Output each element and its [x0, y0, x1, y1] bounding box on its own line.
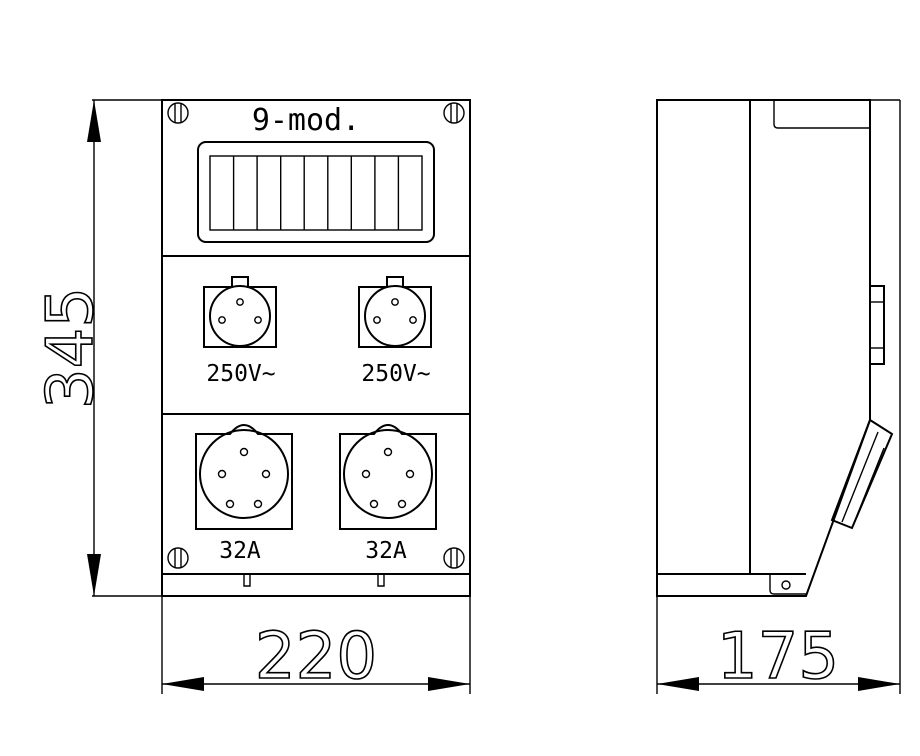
socket-rating-label: 250V~	[361, 361, 430, 387]
side-foot-hole	[781, 580, 791, 590]
arrow-down-icon	[87, 554, 101, 596]
side-enclosure-outline	[656, 99, 871, 597]
depth-dimension: 175	[656, 99, 901, 695]
socket-32a-right: 32A	[339, 424, 437, 564]
side-view	[656, 99, 894, 597]
angled-socket-cover	[830, 418, 894, 530]
module-label: 9-mod.	[252, 103, 360, 138]
screw-icon	[167, 547, 189, 569]
socket-32a-left: 32A	[195, 424, 293, 564]
front-view: 9-mod. 250V~ 250V~	[161, 99, 471, 597]
socket-rating-label: 250V~	[206, 361, 275, 387]
front-width-dimension-label: 220	[255, 620, 377, 694]
screw-icon	[443, 102, 465, 124]
height-dimension: 345	[33, 99, 162, 597]
side-foot	[769, 574, 806, 595]
side-switch	[869, 285, 885, 365]
breaker-window	[197, 141, 435, 243]
depth-dimension-label: 175	[717, 620, 839, 694]
front-enclosure-outline	[161, 99, 471, 597]
side-top-step	[773, 100, 870, 129]
socket-250v-left: 250V~	[203, 276, 277, 387]
front-tab-right	[377, 574, 385, 587]
front-width-dimension: 220	[161, 596, 471, 695]
arrow-right-icon	[858, 677, 900, 691]
arrow-left-icon	[162, 677, 204, 691]
arrow-right-icon	[428, 677, 470, 691]
height-dimension-label: 345	[34, 287, 108, 409]
arrow-up-icon	[87, 100, 101, 142]
screw-icon	[167, 102, 189, 124]
front-tab-left	[243, 574, 251, 587]
arrow-left-icon	[657, 677, 699, 691]
socket-250v-right: 250V~	[358, 276, 432, 387]
screw-icon	[443, 547, 465, 569]
socket-rating-label: 32A	[365, 538, 407, 564]
socket-rating-label: 32A	[219, 538, 261, 564]
